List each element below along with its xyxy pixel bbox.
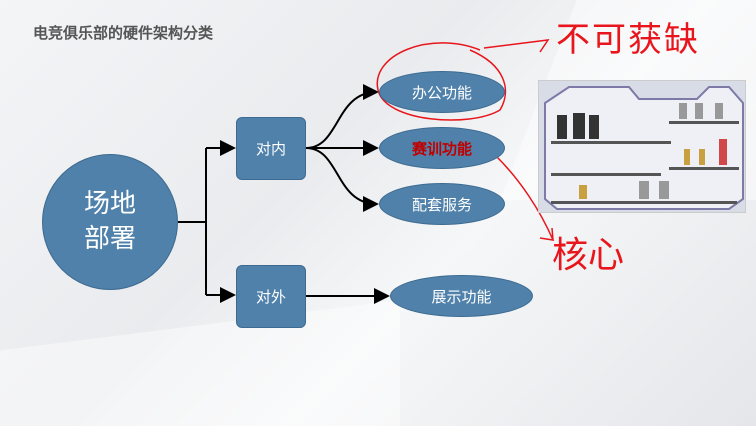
trophy-cabinet-photo (538, 80, 746, 213)
root-label-line2: 部署 (83, 224, 136, 254)
slide-title: 电竞俱乐部的硬件架构分类 (33, 24, 214, 42)
office-node: 办公功能 (379, 71, 505, 113)
arrow-office (305, 84, 379, 149)
annotation-circle (376, 42, 507, 121)
annotation-arrow-training (496, 156, 555, 241)
annotation-indispensable: 不可获缺 (556, 20, 700, 60)
display-node: 展示功能 (390, 275, 533, 317)
internal-node: 对内 (236, 117, 306, 180)
trophy-cabinet-illustration (544, 86, 744, 210)
trunk-line (178, 148, 207, 295)
annotation-arrow-office (483, 39, 550, 53)
arrow-support (305, 147, 379, 212)
annotation-core: 核心 (552, 235, 625, 276)
root-node: 场地 部署 (42, 154, 178, 290)
root-label-line1: 场地 (83, 188, 136, 219)
training-node: 赛训功能 (379, 127, 505, 169)
support-node: 配套服务 (379, 183, 505, 225)
external-node: 对外 (236, 265, 306, 328)
